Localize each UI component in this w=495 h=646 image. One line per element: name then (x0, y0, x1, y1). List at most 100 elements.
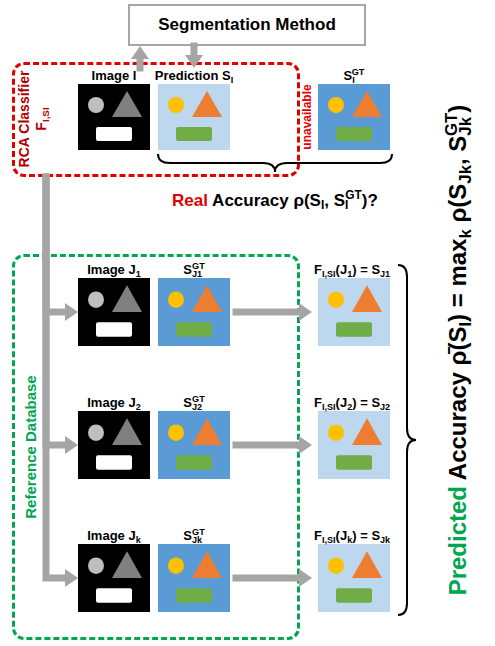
image-art-use (318, 544, 390, 612)
tile-label: Prediction SI (124, 68, 264, 84)
text-part: I,SI (322, 269, 336, 279)
arrow-head (185, 55, 203, 68)
text-part: GT (192, 261, 205, 271)
text-part: I (321, 198, 324, 212)
text-part: GT (442, 113, 461, 136)
arrow-head (299, 303, 312, 321)
image-art-use (158, 84, 230, 150)
accuracy-label: Real Accuracy ρ(SI, SIGT)? (100, 190, 450, 212)
text-part: k (136, 535, 141, 545)
text-part: I,SI (40, 107, 51, 122)
text-part: I,SI (322, 535, 336, 545)
curly-brace (158, 154, 392, 172)
tile-label: Image J1 (44, 262, 184, 278)
text-part: Predicted (444, 486, 471, 595)
tile-label: SJ1GT (124, 262, 264, 278)
accuracy-label: Predicted Accuracy ρ̄(SI) = maxk ρ(SJk, … (444, 50, 472, 646)
flow-arrow (46, 177, 78, 587)
image-tile: Image Jk (78, 528, 150, 612)
image-art-use (318, 411, 390, 479)
flow-arrow (236, 569, 312, 587)
text-part: Real (172, 191, 208, 210)
tile-label: FI,SI(J2) = SJ2 (314, 395, 390, 411)
image-art (78, 411, 150, 479)
image-art (158, 278, 230, 346)
image-art-use (78, 544, 150, 612)
text-part: 1 (347, 269, 352, 279)
tile-label: SIGT (284, 68, 424, 84)
status-note: unavailable (300, 77, 314, 157)
arrow-shaft (236, 442, 301, 449)
image-tile: Image J2 (78, 395, 150, 479)
image-art-use (78, 84, 150, 150)
tile-label: Image Jk (44, 528, 184, 544)
flow-arrow (236, 303, 312, 321)
image-art-use (158, 544, 230, 612)
text-part: 2 (347, 402, 352, 412)
text-part: GT (345, 188, 362, 202)
text-part: GT (192, 394, 205, 404)
arrow-head (65, 303, 78, 321)
image-art (318, 84, 390, 150)
image-tile: Image I (78, 68, 150, 150)
process-box: Segmentation Method (128, 4, 366, 46)
text-part: J2 (380, 402, 390, 412)
flow-arrow (185, 46, 203, 68)
image-art (78, 278, 150, 346)
image-art (78, 544, 150, 612)
text-part: Jk (380, 535, 390, 545)
arrow-shaft (236, 309, 301, 316)
text-part: Jk (456, 165, 475, 184)
arrow-shaft (46, 177, 67, 578)
flow-arrow (236, 436, 312, 454)
text-part: 2 (136, 402, 141, 412)
image-art-use (78, 411, 150, 479)
text-part: I (231, 75, 234, 85)
flow-arrow (46, 177, 78, 454)
image-art (158, 84, 230, 150)
text-part: J1 (380, 269, 390, 279)
arrow-shaft (236, 575, 301, 582)
text-part: k (347, 535, 352, 545)
image-art-use (158, 278, 230, 346)
group-box: RCA Classifier FI,SI Image IPrediction SI (12, 62, 300, 177)
image-art-use (158, 411, 230, 479)
image-art (158, 544, 230, 612)
image-art (318, 411, 390, 479)
image-tile: SJ1GT (156, 262, 236, 346)
flow-arrow (131, 46, 149, 68)
group-title: Reference Database (22, 262, 40, 632)
arrow-head (65, 436, 78, 454)
arrow-head (131, 46, 149, 59)
tile-label: Image J2 (44, 395, 184, 411)
arrow-head (299, 569, 312, 587)
text-part: GT (192, 527, 205, 537)
flow-arrow (46, 177, 78, 321)
image-art (318, 544, 390, 612)
tile-label: FI,SI(Jk) = SJk (314, 528, 390, 544)
tile-label: SJkGT (124, 528, 264, 544)
text-part: k (456, 229, 475, 238)
box-label: Segmentation Method (158, 15, 336, 35)
image-art (158, 411, 230, 479)
image-art-use (78, 278, 150, 346)
group-title: RCA Classifier FI,SI (16, 65, 50, 173)
image-art (318, 278, 390, 346)
image-tile: Image J1 (78, 262, 150, 346)
text-part: I,SI (322, 402, 336, 412)
tile-label: FI,SI(J1) = SJ1 (314, 262, 390, 278)
text-part: I (456, 322, 475, 327)
arrow-head (299, 436, 312, 454)
arrow-head (65, 569, 78, 587)
image-tile: SJ2GT (156, 395, 236, 479)
image-tile: SJkGT (156, 528, 236, 612)
text-part: 1 (136, 269, 141, 279)
image-art-use (318, 278, 390, 346)
image-tile: SIGTunavailable (296, 68, 392, 150)
text-part: GT (352, 67, 365, 77)
image-art-use (318, 84, 390, 150)
image-tile: Prediction SI (156, 68, 244, 150)
